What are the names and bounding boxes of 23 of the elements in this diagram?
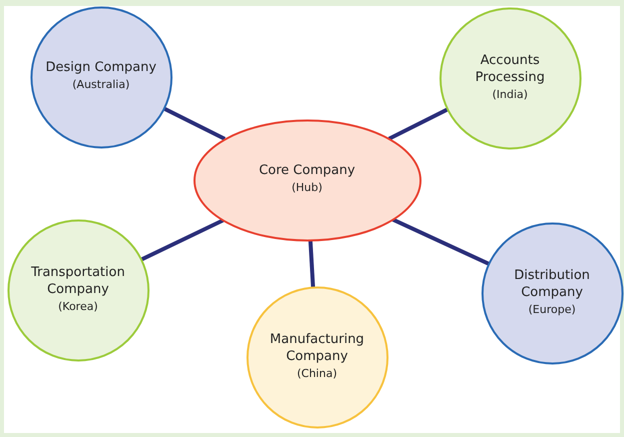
location-label: (Hub) (292, 180, 322, 196)
connector-line (308, 240, 316, 288)
company-circle (246, 286, 388, 428)
company-name: Transportation Company (30, 264, 126, 299)
company-name: Design Company (46, 60, 156, 78)
location-label: (Korea) (58, 298, 98, 315)
connector-line (391, 218, 490, 266)
company-circle (6, 218, 150, 362)
company-circle (30, 6, 172, 148)
location-label: (India) (492, 86, 528, 103)
company-name: Accounts Processing (474, 52, 546, 87)
location-label: (Europe) (528, 302, 576, 318)
connector-line (162, 106, 226, 141)
company-name: Distribution Company (513, 268, 591, 302)
company-circle (438, 6, 582, 150)
connector-line (388, 108, 448, 141)
location-label: (Australia) (72, 77, 130, 94)
company-name: Core Company (258, 163, 356, 180)
connector-line (140, 218, 224, 262)
location-label: (China) (296, 366, 337, 382)
company-name: Manufacturing Company (268, 332, 366, 366)
company-circle (480, 222, 624, 364)
hub-ellipse (192, 118, 422, 242)
